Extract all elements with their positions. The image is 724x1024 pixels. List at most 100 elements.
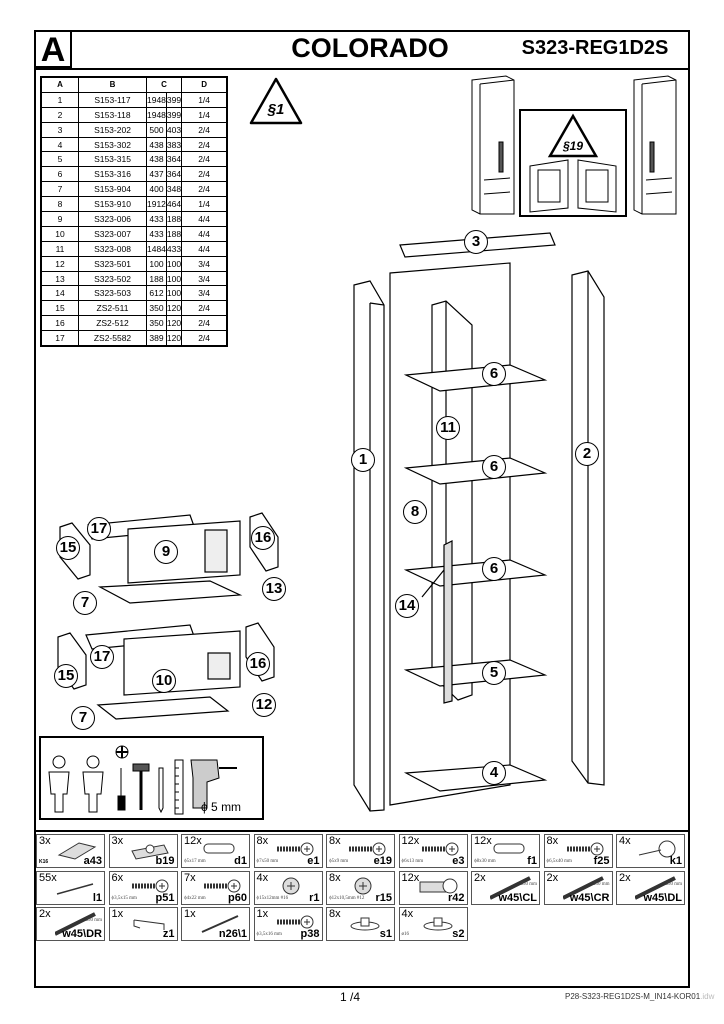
part-number: 17 [40, 330, 79, 347]
part-code: S153-302 [78, 136, 147, 153]
hardware-quantity: 4x [401, 908, 414, 920]
hardware-code: f1 [527, 855, 537, 867]
hardware-item-e1: 8x e1 ϕ7x50 mm [253, 834, 323, 868]
part-callout: 7 [71, 706, 95, 730]
document-id: P28-S323-REG1D2S-M_IN14-KOR01.idw [565, 992, 714, 1001]
hardware-code: p38 [300, 928, 320, 940]
hardware-spec: ϕ7x50 mm [256, 859, 279, 864]
hardware-quantity: 2x [474, 871, 486, 884]
hardware-quantity: 2x [39, 908, 51, 920]
package-number: 1/4 [181, 106, 228, 123]
part-callout: 6 [482, 557, 506, 581]
warning-label: §19 [562, 139, 583, 153]
product-code: S323-REG1D2S [521, 37, 669, 59]
hardware-spec: ϕ3,5x16 mm [256, 932, 282, 937]
hardware-spec: ϕ15x12mm #16 [256, 895, 289, 901]
col-header: D [181, 76, 228, 93]
screw-icon [349, 842, 386, 856]
dimension-width: 433 [165, 240, 183, 257]
package-number: 4/4 [181, 240, 228, 257]
dimension-length: 400 [146, 181, 167, 198]
hardware-spec: ø16 [401, 932, 410, 937]
connector-icon [419, 878, 457, 893]
hardware-code: p60 [228, 891, 247, 904]
dimension-width: 364 [165, 151, 183, 168]
hardware-code: b19 [155, 855, 175, 867]
hardware-item-w45-cl: 2x w45\CL 350 mm [471, 870, 540, 905]
part-code: S153-904 [78, 181, 147, 198]
hardware-spec: ϕ5x17 mm [184, 859, 206, 864]
part-callout: 13 [262, 577, 286, 601]
dimension-length: 433 [146, 211, 167, 227]
screw-icon [276, 915, 313, 929]
runner-icon [490, 875, 531, 900]
hardware-spec: ϕ3,5x15 mm [111, 895, 137, 901]
part-callout: 6 [482, 362, 506, 386]
part-number: 16 [40, 315, 79, 332]
dimension-length: 1948 [146, 91, 167, 108]
drill-bit-size: ϕ 5 mm [201, 800, 242, 814]
part-number: 15 [40, 300, 79, 317]
hardware-spec: 350 mm [520, 881, 537, 887]
hinge-plate-icon [130, 844, 169, 860]
cam-icon [282, 877, 299, 894]
hardware-code: w45\CL [498, 891, 537, 904]
exploded-view-drawing [353, 232, 605, 812]
part-callout: 3 [464, 230, 488, 254]
hardware-quantity: 12x [184, 835, 202, 847]
dimension-length: 438 [146, 136, 167, 153]
shelf-support-icon [423, 917, 452, 931]
hardware-spec: ϕ8x30 mm [474, 859, 496, 864]
hardware-quantity: 8x [256, 835, 269, 847]
hardware-code: e3 [452, 855, 465, 867]
part-number: 14 [40, 285, 79, 302]
part-code: S323-006 [78, 211, 147, 227]
part-callout: 2 [575, 442, 599, 466]
part-code: S323-503 [78, 285, 147, 302]
nail-icon [56, 882, 94, 895]
package-number: 2/4 [181, 330, 228, 347]
part-code: S323-007 [78, 225, 147, 242]
dimension-width: 188 [165, 225, 183, 242]
hardware-spec: 350 mm [85, 918, 102, 923]
cam-icon [354, 877, 372, 894]
col-header: B [78, 76, 147, 93]
hardware-quantity: 12x [401, 835, 420, 847]
hardware-spec: ϕ5x9 mm [329, 859, 349, 864]
phillips-screwdriver-icon [115, 745, 129, 811]
hardware-quantity: 1x [111, 908, 124, 920]
hardware-code: a43 [83, 855, 102, 867]
shelf [403, 364, 548, 392]
part-number: 1 [40, 91, 79, 108]
part-number: 11 [40, 240, 79, 257]
col-header: A [40, 76, 79, 93]
hardware-code: f25 [593, 855, 610, 867]
hardware-code: n26\1 [218, 928, 247, 940]
part-code: S323-502 [78, 270, 147, 287]
dimension-length: 500 [146, 121, 167, 138]
drawer-detail [529, 159, 617, 213]
hardware-tag: K16 [39, 859, 49, 865]
dimension-width: 100 [165, 285, 183, 302]
hardware-code: p51 [155, 891, 175, 904]
hardware-quantity: 2x [546, 871, 559, 884]
runner-icon [635, 875, 676, 900]
dimension-width: 464 [165, 196, 183, 213]
part-code: ZS2-511 [78, 300, 147, 317]
part-callout: 15 [56, 536, 80, 560]
hardware-code: s1 [379, 928, 392, 940]
dimension-length: 350 [146, 300, 167, 317]
dimension-length: 188 [146, 270, 167, 287]
hardware-code: k1 [669, 855, 682, 867]
hardware-spec: ϕ6,5x40 mm [546, 859, 572, 864]
hardware-code: e1 [307, 855, 320, 867]
part-callout: 9 [154, 540, 178, 564]
screw-icon [204, 879, 241, 892]
